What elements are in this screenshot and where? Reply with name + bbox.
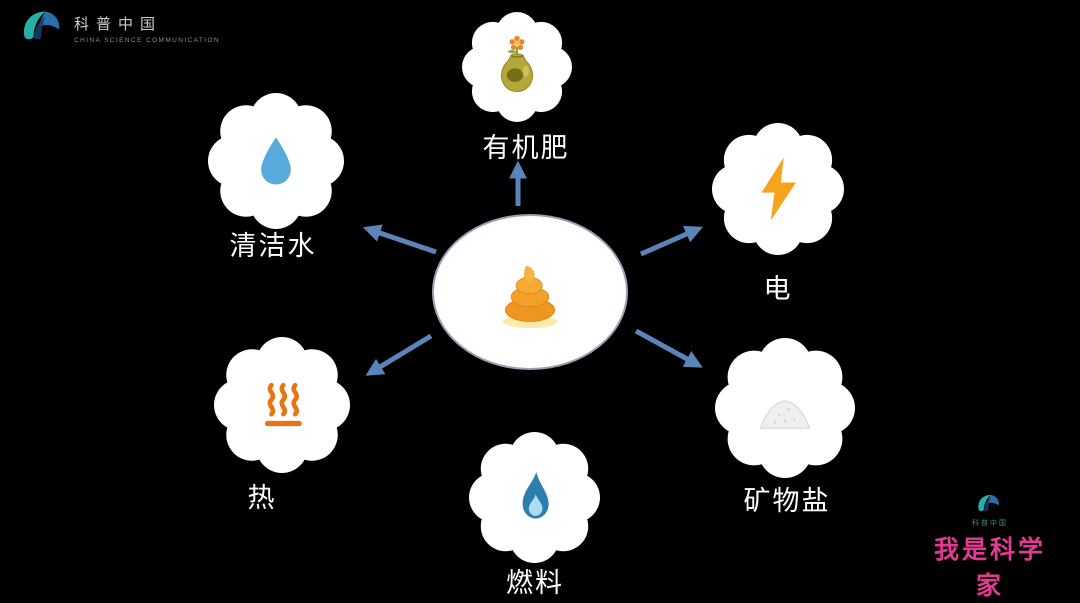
footer-logo-title: 我是科学家 — [933, 536, 1046, 600]
node-label-organic-fertilizer: 有机肥 — [482, 133, 570, 163]
node-label-heat: 热 — [247, 483, 277, 513]
center-ellipse — [432, 214, 628, 370]
footer-logo-brand: 科普中国 — [972, 520, 1008, 527]
arrow-to-clean-water — [362, 224, 437, 255]
node-mineral-salt — [715, 338, 855, 478]
arrow-to-mineral-salt — [634, 328, 703, 368]
node-organic-fertilizer — [462, 12, 572, 122]
header-logo-title: 科普中国 — [74, 15, 163, 33]
footer-logo: 科普中国 我是科学家 I AM A SCIENTIST — [925, 492, 1055, 603]
node-label-fuel: 燃料 — [506, 568, 564, 598]
header-logo-text: 科普中国 CHINA SCIENCE COMMUNICATION — [74, 13, 220, 44]
butterfly-logo-icon — [23, 11, 60, 40]
header-logo-tagline: CHINA SCIENCE COMMUNICATION — [74, 36, 221, 44]
arrow-to-heat — [365, 333, 433, 376]
poop-swirl-icon — [502, 265, 558, 329]
heat-waves-icon — [264, 382, 302, 427]
water-drop-icon — [261, 137, 291, 185]
node-label-electricity: 电 — [763, 274, 793, 304]
fertilizer-jar-icon — [500, 35, 534, 92]
node-label-clean-water: 清洁水 — [229, 231, 317, 261]
node-heat — [214, 337, 350, 473]
arrow-to-electricity — [639, 225, 703, 257]
node-label-mineral-salt: 矿物盐 — [743, 486, 831, 516]
header-logo: 科普中国 CHINA SCIENCE COMMUNICATION — [20, 6, 220, 50]
lightning-icon — [761, 157, 796, 221]
salt-pile-icon — [759, 400, 811, 429]
flame-icon — [522, 471, 549, 518]
node-fuel — [469, 432, 600, 563]
node-electricity — [712, 123, 844, 255]
node-clean-water — [208, 93, 344, 229]
butterfly-logo-icon-small — [978, 494, 999, 512]
